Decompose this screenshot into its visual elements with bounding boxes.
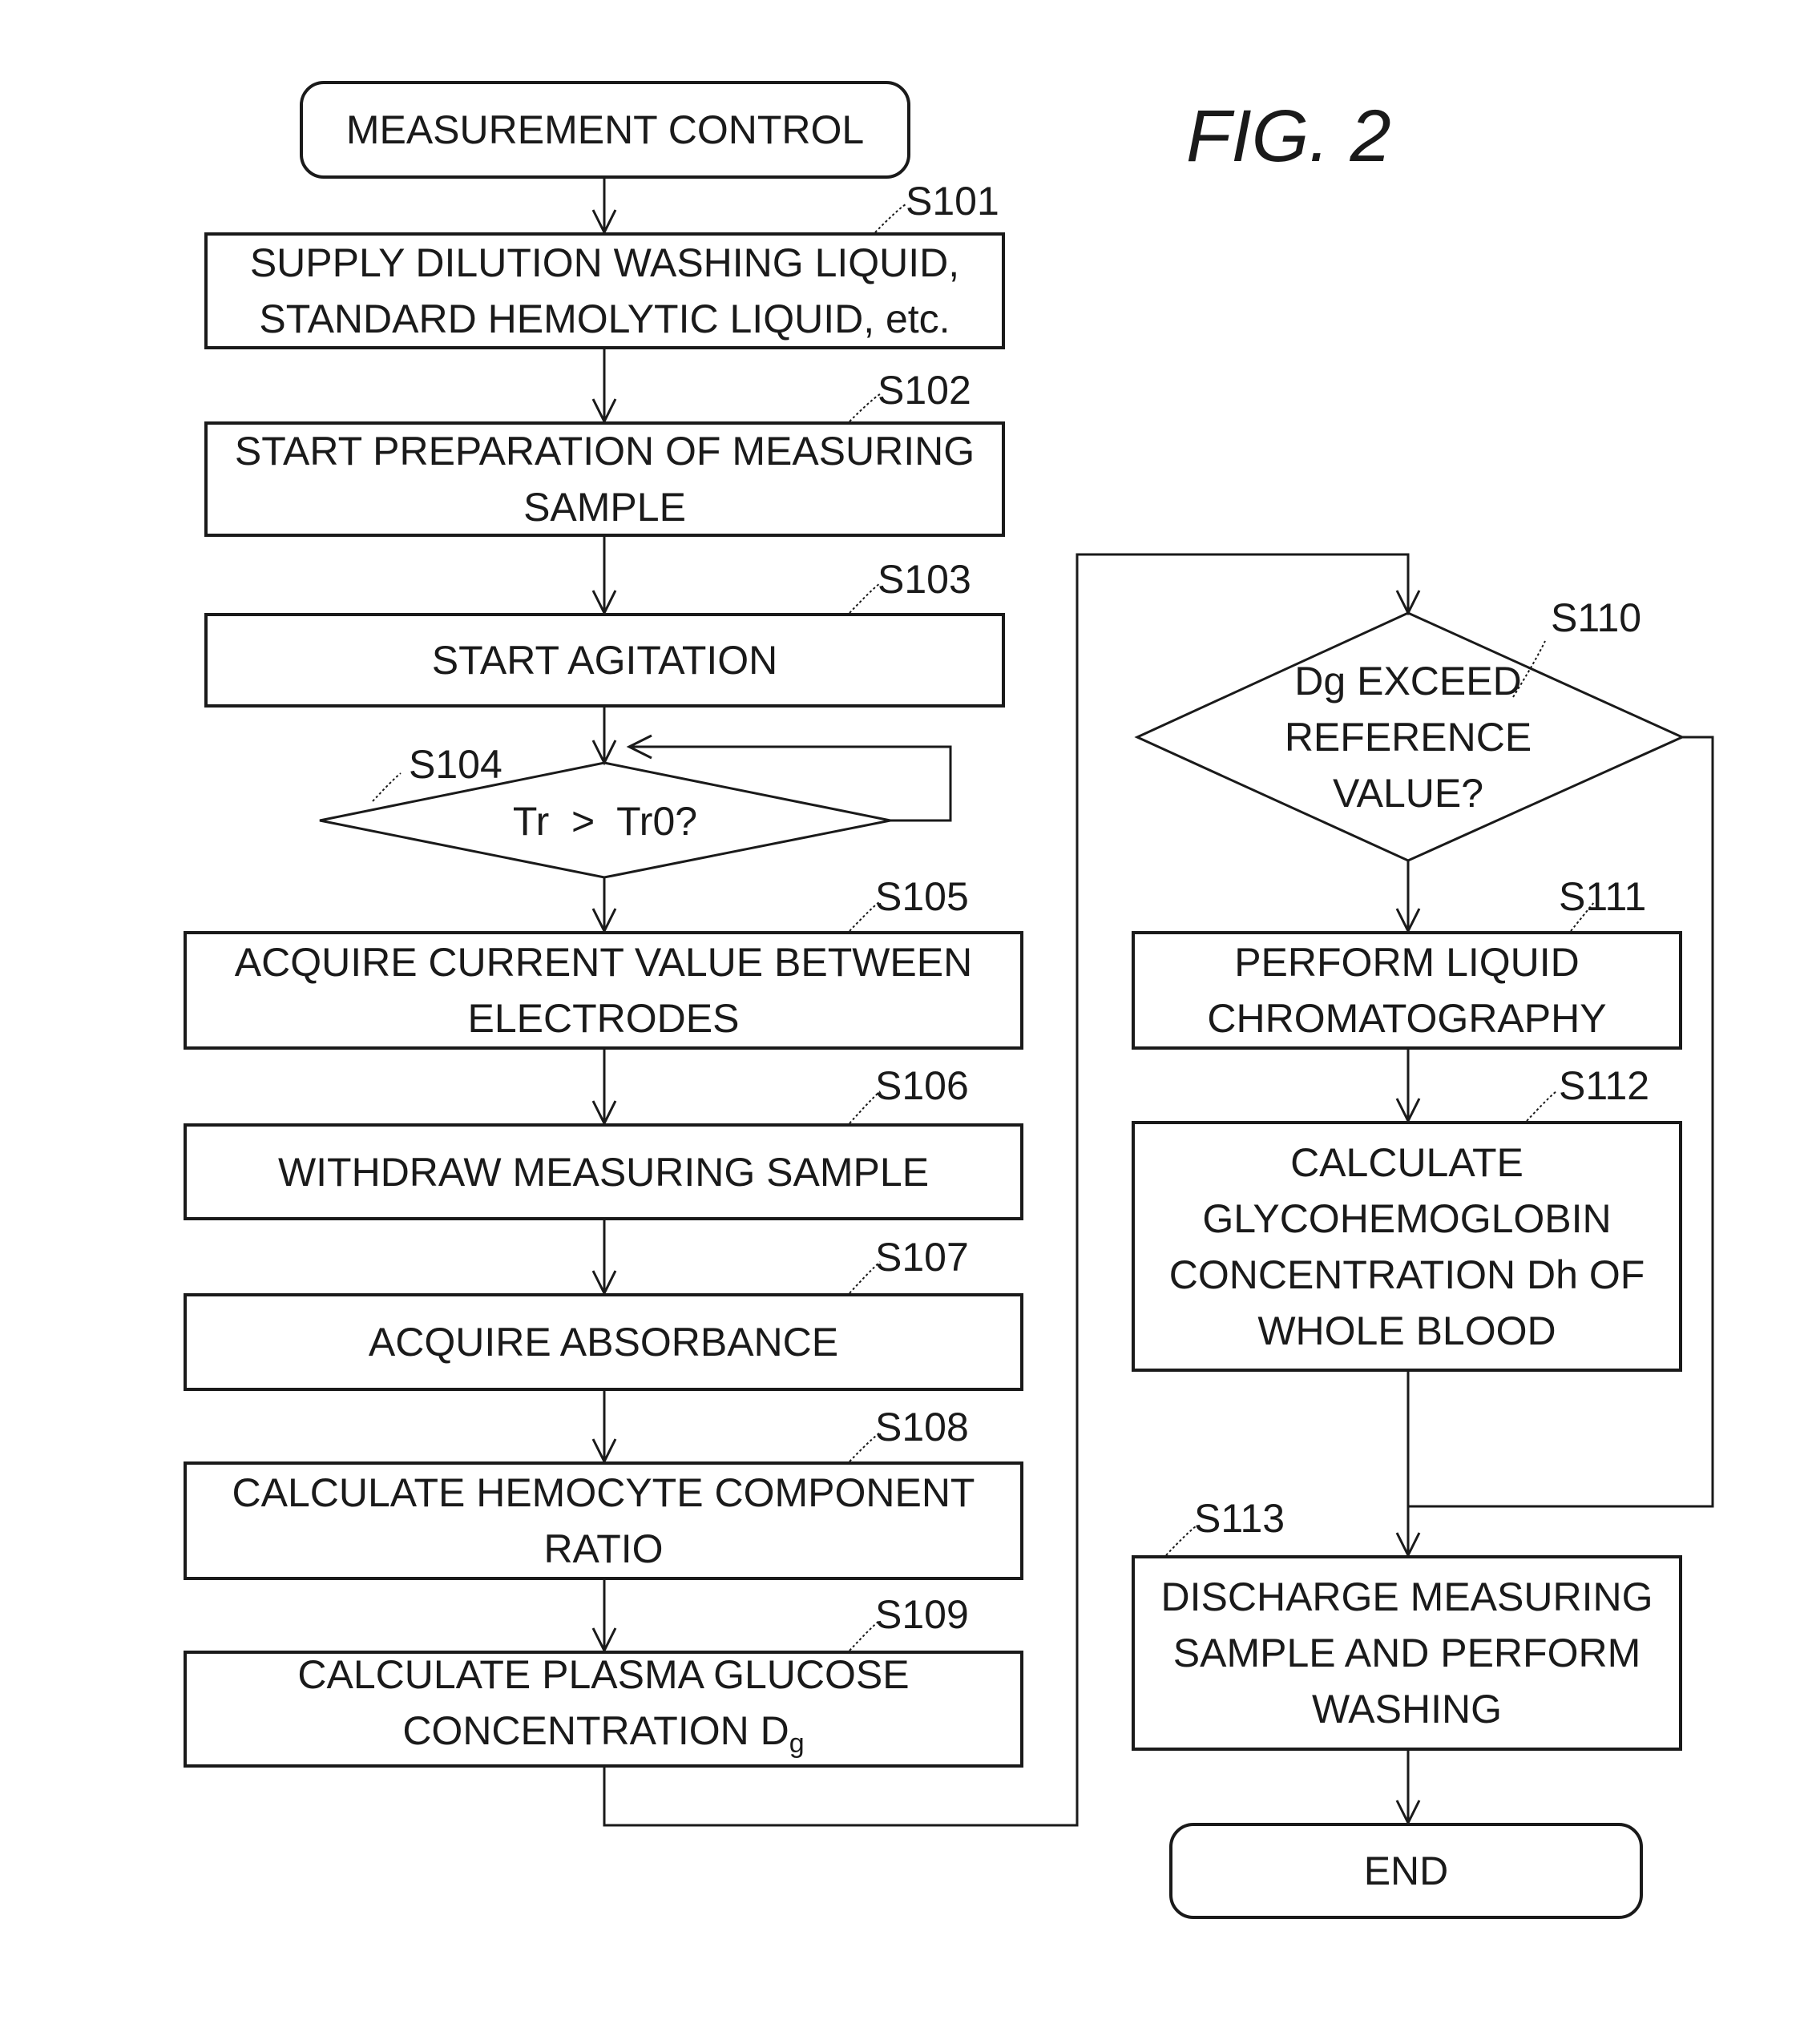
- step-s102-line-1: START PREPARATION OF MEASURING: [235, 423, 975, 479]
- step-s104-line-1: Tr > Tr0?: [513, 793, 697, 849]
- step-s105-box: ACQUIRE CURRENT VALUE BETWEEN ELECTRODES: [184, 931, 1023, 1050]
- leader-s113: [1166, 1526, 1196, 1555]
- step-s108-line-2: RATIO: [543, 1521, 663, 1577]
- step-s109-label: S109: [875, 1591, 969, 1638]
- step-s102-line-2: SAMPLE: [523, 479, 686, 535]
- step-s105-label: S105: [875, 873, 969, 920]
- step-s112-line-2: GLYCOHEMOGLOBIN: [1202, 1191, 1611, 1247]
- step-s113-line-2: SAMPLE AND PERFORM: [1173, 1625, 1641, 1681]
- leader-s101: [875, 204, 906, 232]
- step-s106-line-1: WITHDRAW MEASURING SAMPLE: [278, 1144, 929, 1200]
- step-s109-line-1: CALCULATE PLASMA GLUCOSE: [297, 1647, 909, 1703]
- step-s110-label: S110: [1551, 595, 1641, 641]
- step-s112-box: CALCULATE GLYCOHEMOGLOBIN CONCENTRATION …: [1132, 1121, 1682, 1372]
- step-s102-label: S102: [878, 367, 971, 413]
- step-s101-box: SUPPLY DILUTION WASHING LIQUID, STANDARD…: [204, 232, 1005, 349]
- step-s113-label: S113: [1194, 1495, 1285, 1542]
- step-s113-line-1: DISCHARGE MEASURING: [1161, 1569, 1653, 1625]
- step-s105-line-1: ACQUIRE CURRENT VALUE BETWEEN: [235, 934, 973, 990]
- step-s104-text: Tr > Tr0?: [449, 789, 761, 853]
- step-s110-line-1: Dg EXCEED: [1294, 653, 1521, 709]
- leader-s103: [850, 583, 880, 613]
- step-s107-line-1: ACQUIRE ABSORBANCE: [369, 1314, 838, 1370]
- step-s108-box: CALCULATE HEMOCYTE COMPONENT RATIO: [184, 1461, 1023, 1580]
- step-s103-box: START AGITATION: [204, 613, 1005, 708]
- step-s111-line-1: PERFORM LIQUID: [1234, 934, 1580, 990]
- step-s108-line-1: CALCULATE HEMOCYTE COMPONENT: [232, 1465, 975, 1521]
- step-s110-line-3: VALUE?: [1333, 765, 1483, 821]
- step-s103-line-1: START AGITATION: [432, 632, 778, 688]
- step-s108-label: S108: [875, 1404, 969, 1450]
- leader-s104: [373, 773, 401, 801]
- step-s111-line-2: CHROMATOGRAPHY: [1207, 990, 1606, 1046]
- step-s112-line-4: WHOLE BLOOD: [1257, 1303, 1556, 1359]
- step-s109-box: CALCULATE PLASMA GLUCOSE CONCENTRATION D…: [184, 1651, 1023, 1768]
- figure-title: FIG. 2: [1186, 95, 1391, 179]
- start-terminal: MEASUREMENT CONTROL: [300, 81, 910, 179]
- step-s112-line-3: CONCENTRATION Dh OF: [1169, 1247, 1645, 1303]
- step-s105-line-2: ELECTRODES: [468, 990, 740, 1046]
- step-s109-line-2-text: CONCENTRATION D: [402, 1708, 789, 1753]
- step-s113-box: DISCHARGE MEASURING SAMPLE AND PERFORM W…: [1132, 1555, 1682, 1751]
- start-label: MEASUREMENT CONTROL: [346, 102, 864, 158]
- leader-s102: [850, 394, 880, 421]
- end-label: END: [1364, 1843, 1449, 1899]
- end-terminal: END: [1169, 1823, 1643, 1919]
- step-s107-box: ACQUIRE ABSORBANCE: [184, 1293, 1023, 1391]
- step-s109-subscript: g: [789, 1728, 805, 1759]
- step-s107-label: S107: [875, 1234, 969, 1280]
- step-s113-line-3: WASHING: [1312, 1681, 1502, 1737]
- step-s103-label: S103: [878, 556, 971, 603]
- step-s111-label: S111: [1559, 873, 1646, 920]
- step-s101-line-2: STANDARD HEMOLYTIC LIQUID, etc.: [259, 291, 950, 347]
- step-s104-label: S104: [409, 741, 502, 788]
- step-s109-line-2: CONCENTRATION Dg: [402, 1703, 804, 1772]
- step-s102-box: START PREPARATION OF MEASURING SAMPLE: [204, 421, 1005, 537]
- step-s112-label: S112: [1559, 1062, 1649, 1109]
- step-s112-line-1: CALCULATE: [1290, 1135, 1523, 1191]
- step-s110-text: Dg EXCEED REFERENCE VALUE?: [1248, 653, 1568, 821]
- step-s101-label: S101: [906, 178, 999, 224]
- step-s106-box: WITHDRAW MEASURING SAMPLE: [184, 1123, 1023, 1220]
- step-s106-label: S106: [875, 1062, 969, 1109]
- step-s111-box: PERFORM LIQUID CHROMATOGRAPHY: [1132, 931, 1682, 1050]
- step-s110-line-2: REFERENCE: [1285, 709, 1532, 765]
- step-s101-line-1: SUPPLY DILUTION WASHING LIQUID,: [250, 235, 959, 291]
- leader-s112: [1527, 1091, 1556, 1121]
